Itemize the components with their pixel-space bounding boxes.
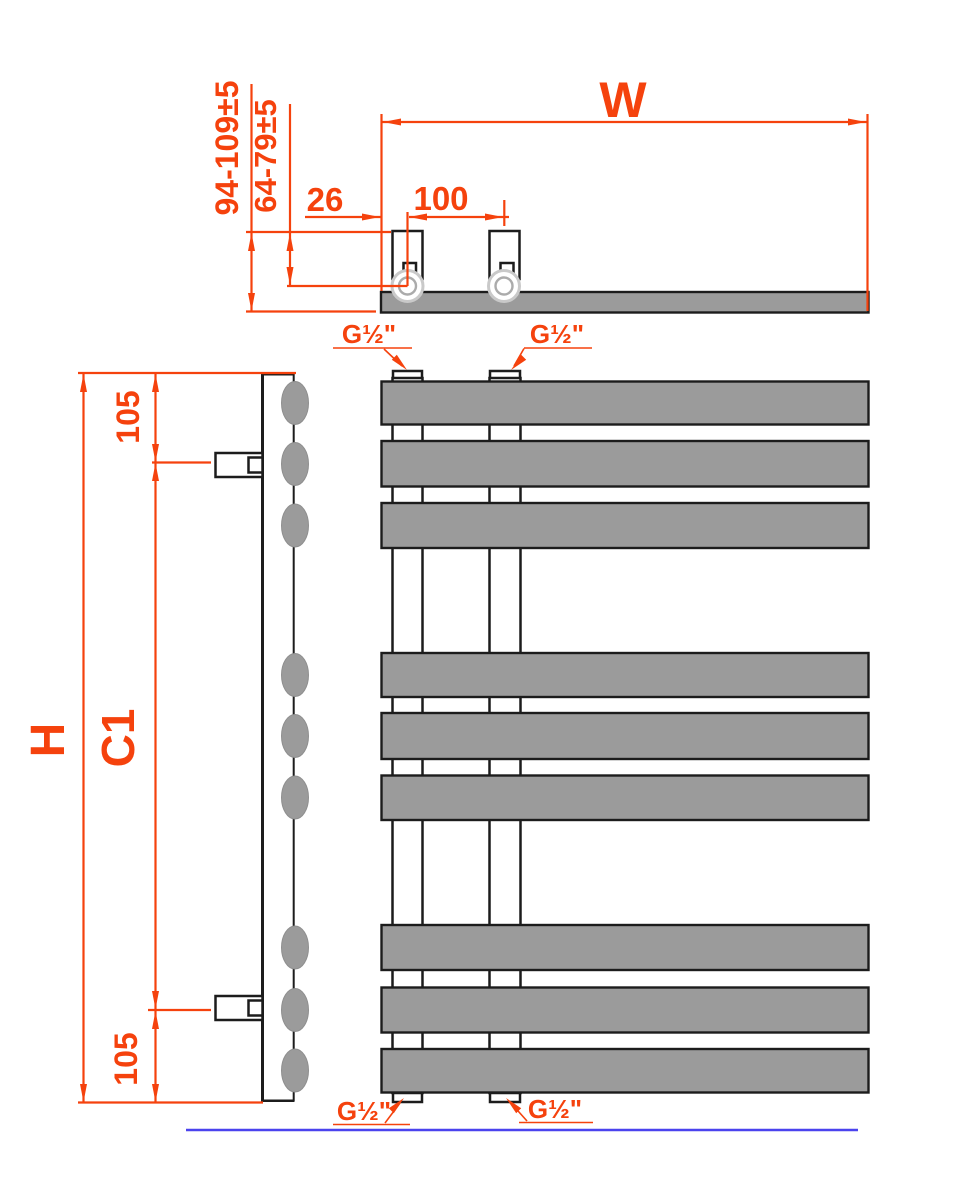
dim-label-105-top: 105 [110,390,146,443]
front-bar-6 [380,774,870,822]
side-view [214,372,309,1103]
connection-label-top-right: G½" [530,319,584,349]
connection-label-bottom-right: G½" [528,1094,582,1124]
dim-label-width: W [599,72,647,128]
side-bar-1 [281,381,309,425]
arrow-connection-top-right [511,354,527,370]
arrow-connection-top-left [391,354,407,370]
dim-label-left-offset: 26 [307,181,344,218]
arrow-h-top [80,374,87,392]
arrow-105top-down [152,444,159,462]
arrow-h-bottom [80,1084,87,1102]
side-bar-4 [281,653,309,697]
arrow-spacing100-right [485,213,503,221]
connection-label-bottom-left: G½" [337,1096,391,1126]
arrow-wall-clearance-bottom [248,293,255,311]
side-dimensions: H 105 C1 105 [22,371,296,1104]
arrow-wall-clearance-top [248,233,255,251]
arrow-connection-bottom-left [388,1098,404,1114]
dim-label-height: H [22,723,75,758]
arrow-105bottom-down [152,1084,159,1102]
dim-label-pipe-center: 64-79±5 [248,99,283,213]
arrow-spacing100-left [409,213,427,221]
dim-label-valve-spacing: 100 [413,180,468,217]
plan-dimensions: W 94-109±5 64-79±5 26 100 [209,72,869,313]
dim-label-c1: C1 [92,709,144,768]
dim-label-105-bottom: 105 [108,1032,144,1085]
plan-radiator-body [379,290,870,314]
arrow-c1-bottom [152,991,159,1009]
front-bar-9 [380,1047,870,1094]
front-bar-7 [380,923,870,972]
arrow-105top-up [152,374,159,392]
arrow-pipe-center-bottom [286,267,294,285]
dim-label-wall-clearance: 94-109±5 [209,81,245,216]
front-bar-3 [380,501,870,550]
arrow-105bottom-up [152,1011,159,1029]
top-connection-labels: G½" G½" [333,319,592,370]
bottom-connection-labels: G½" G½" [333,1094,593,1126]
side-bar-7 [281,925,309,970]
top-view [379,229,870,314]
arrow-w-left [383,118,401,126]
front-bar-5 [380,711,870,761]
front-view [380,369,870,1104]
side-bar-3 [281,503,309,548]
side-bar-5 [281,714,309,758]
arrow-offset26 [362,213,380,221]
side-bracket-top-inner [247,456,264,474]
side-bracket-bottom-inner [247,999,264,1017]
front-bar-2 [380,439,870,488]
front-bar-4 [380,651,870,699]
arrow-pipe-center-top [286,233,294,251]
side-bar-9 [281,1048,309,1093]
connection-label-top-left: G½" [342,319,396,349]
front-bar-8 [380,986,870,1034]
arrow-c1-top [152,463,159,481]
front-bar-1 [380,380,870,426]
arrow-w-right [848,118,866,126]
plan-valve-right-inner [494,276,514,296]
side-bar-8 [281,988,309,1032]
arrow-connection-bottom-right [506,1098,522,1114]
side-bar-6 [281,775,309,820]
side-bar-2 [281,442,309,486]
